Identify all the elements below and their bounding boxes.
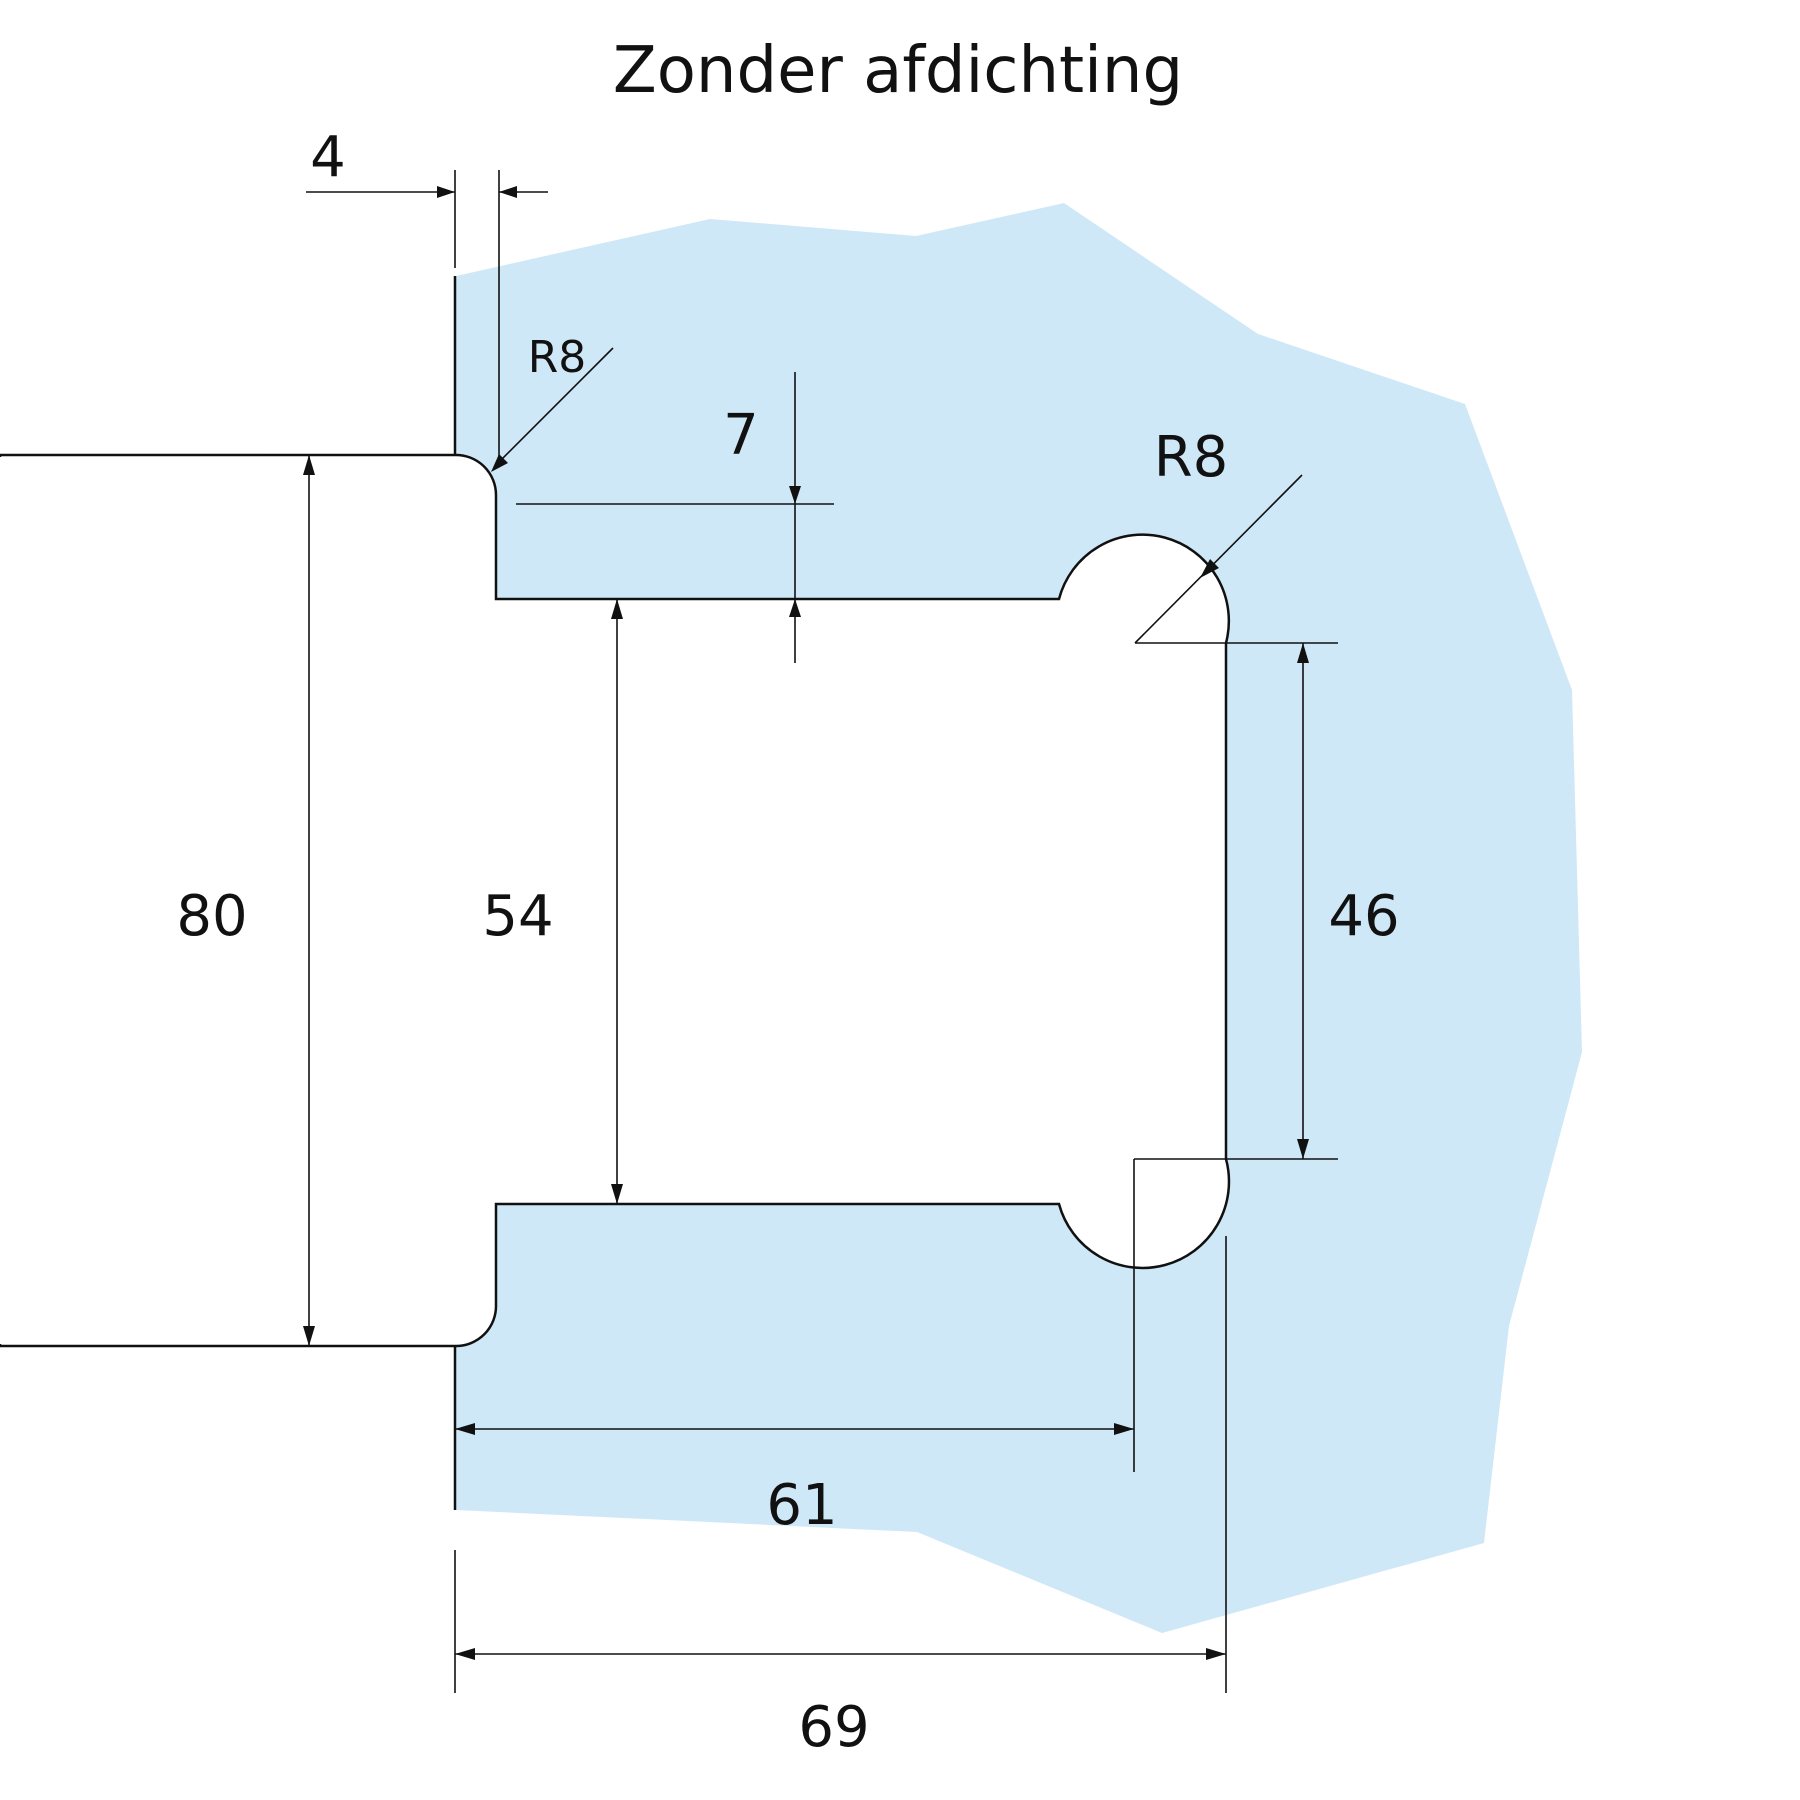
dimension-edge-offset: 4 (306, 125, 548, 465)
dimension-total-width-label: 69 (798, 1695, 869, 1760)
dimension-edge-offset-label: 4 (310, 125, 346, 190)
dimension-radius-large-label: R8 (1154, 425, 1229, 490)
dimension-radius-small-label: R8 (528, 332, 587, 383)
dimension-opening-height-label: 54 (482, 884, 553, 949)
dimension-radius-large: R8 (1134, 425, 1338, 644)
dimension-notch-depth: 7 (516, 372, 834, 663)
dimension-inner-height-label: 46 (1328, 884, 1399, 949)
dimension-radius-small: R8 (491, 332, 614, 472)
dimension-total-height-label: 80 (176, 884, 247, 949)
cutout-left-clear (0, 457, 454, 1344)
dimension-inner-width-label: 61 (766, 1473, 837, 1538)
dimension-total-width: 69 (454, 1236, 1227, 1760)
dimension-inner-width: 61 (455, 1159, 1135, 1538)
dimension-opening-height: 54 (482, 599, 623, 1204)
dimension-total-height: 80 (176, 454, 416, 1347)
dimension-notch-depth-label: 7 (723, 403, 759, 468)
dimension-inner-height: 46 (1134, 643, 1400, 1160)
drawing-title: Zonder afdichting (613, 34, 1183, 108)
